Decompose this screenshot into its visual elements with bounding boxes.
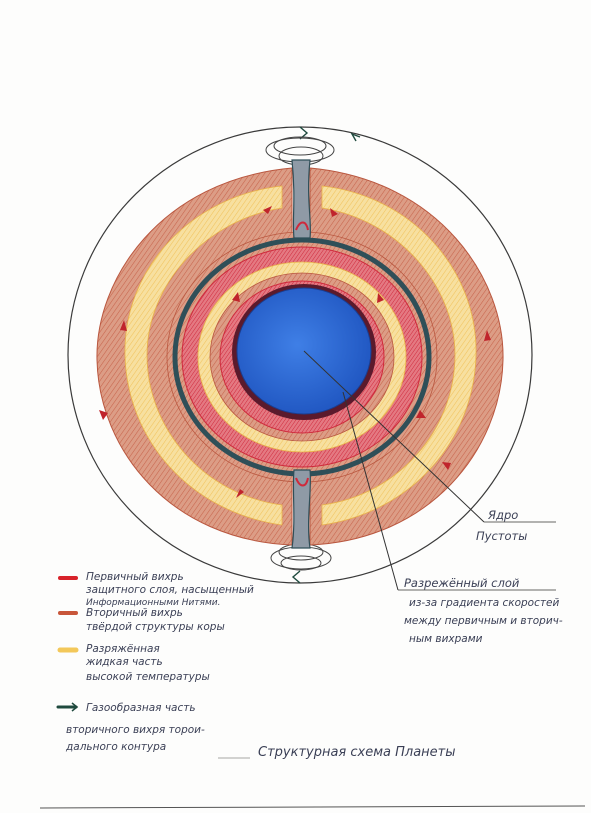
legend-primary-line2: защитного слоя, насыщенный bbox=[86, 584, 254, 596]
legend: Первичный вихрь защитного слоя, насыщенн… bbox=[56, 571, 254, 753]
rarefied-desc-2: между первичным и вторич- bbox=[404, 615, 563, 627]
core-label: Ядро bbox=[487, 508, 518, 522]
legend-secondary-line1: Вторичный вихрь bbox=[86, 607, 183, 619]
legend-gas-line3: дального контура bbox=[65, 741, 166, 753]
legend-liquid-line3: высокой температуры bbox=[86, 671, 210, 683]
legend-liquid-line1: Разряжённая bbox=[86, 643, 160, 655]
axis-channel-bottom bbox=[291, 469, 311, 549]
legend-primary-line3: Информационными Нитями. bbox=[86, 598, 220, 608]
legend-gas-line1: Газообразная часть bbox=[86, 702, 196, 714]
sheet-border-line bbox=[39, 805, 586, 809]
orbit-arrow-bottom bbox=[291, 570, 301, 584]
rarefied-label: Разрежённый слой bbox=[404, 576, 520, 590]
legend-gas-line2: вторичного вихря торои- bbox=[66, 724, 205, 736]
diagram-title: Структурная схема Планеты bbox=[258, 745, 456, 760]
core-pointer-line bbox=[303, 350, 485, 523]
rarefied-pointer-line bbox=[342, 391, 399, 591]
legend-primary-line1: Первичный вихрь bbox=[86, 571, 184, 583]
legend-secondary-line2: твёрдой структуры коры bbox=[86, 621, 225, 633]
rarefied-desc-3: ным вихрами bbox=[409, 633, 483, 645]
hot-liquid-band-right bbox=[321, 185, 477, 526]
core-label-sub: Пустоты bbox=[476, 529, 527, 543]
axis-channel-top bbox=[291, 159, 311, 239]
orbit-arrow-top-right bbox=[350, 132, 361, 142]
hot-liquid-band-left bbox=[124, 185, 283, 526]
flow-arrows bbox=[99, 206, 491, 498]
legend-liquid-line2: жидкая часть bbox=[85, 656, 163, 668]
legend-gas-arrow-icon bbox=[71, 702, 79, 712]
rarefied-desc-1: из-за градиента скоростей bbox=[409, 597, 559, 609]
